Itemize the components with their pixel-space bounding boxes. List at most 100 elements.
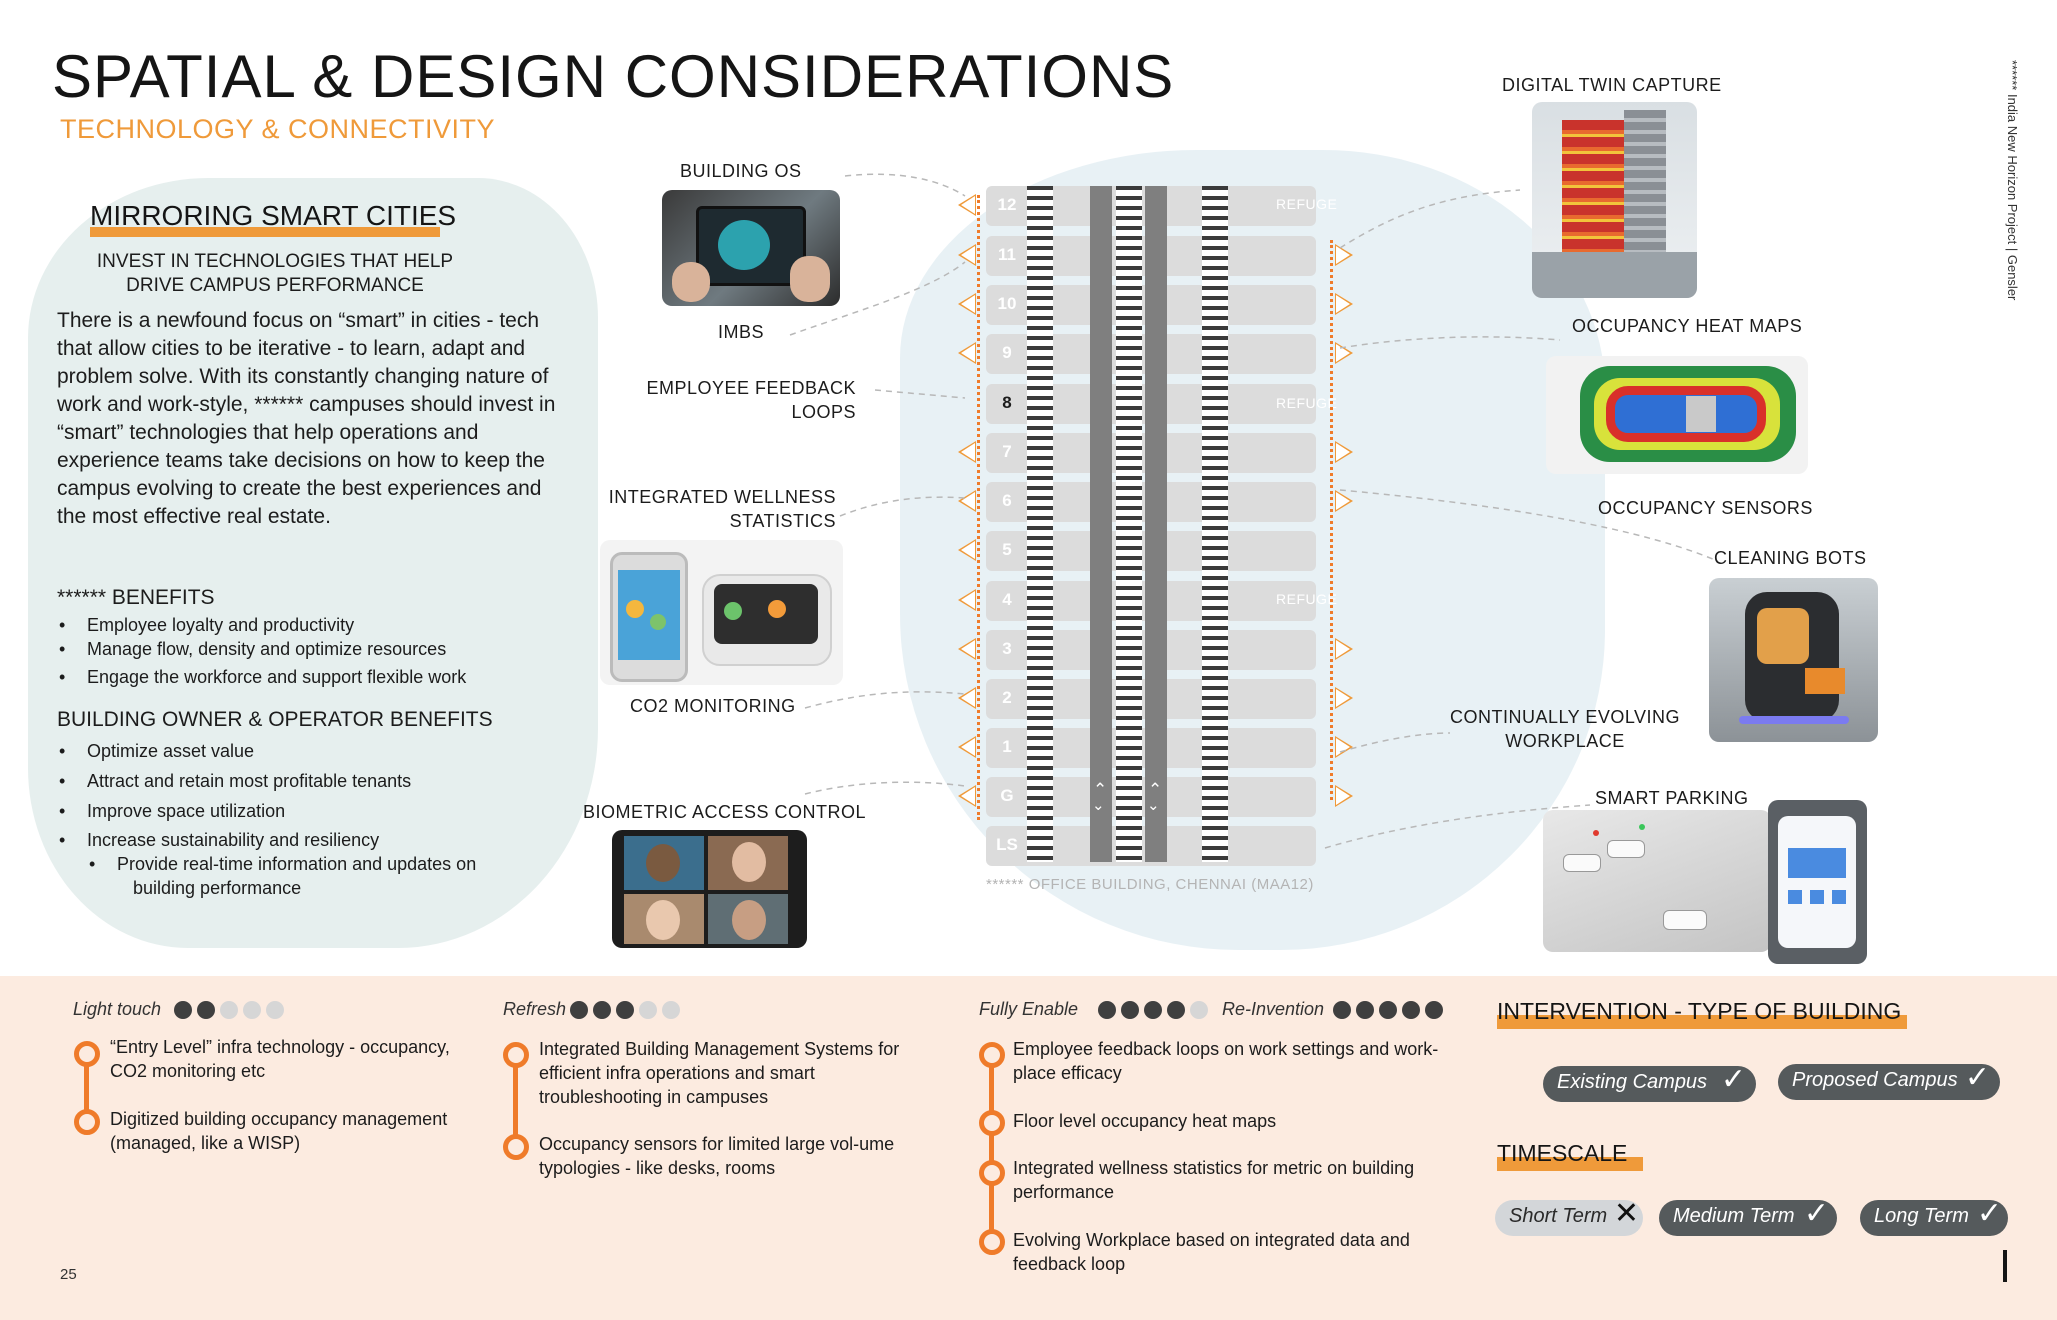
level-dot xyxy=(616,1001,634,1019)
building-os-photo xyxy=(662,190,840,306)
cross-icon: ✕ xyxy=(1613,1197,1639,1230)
page-number: 25 xyxy=(60,1266,77,1283)
level-dot xyxy=(1190,1001,1208,1019)
panel-tagline-2: DRIVE CAMPUS PERFORMANCE xyxy=(126,275,424,296)
checkmark-icon: ✓ xyxy=(1803,1197,1829,1230)
sensor-arrow-icon xyxy=(958,293,976,315)
digital-twin-photo xyxy=(1532,102,1697,298)
level-dot xyxy=(593,1001,611,1019)
level-dot xyxy=(1402,1001,1420,1019)
benefit-item: Manage flow, density and optimize resour… xyxy=(59,637,446,661)
sensor-arrow-icon xyxy=(958,736,976,758)
sensor-arrow-icon xyxy=(958,244,976,266)
sensor-arrow-icon xyxy=(1335,441,1353,463)
sensor-arrow-icon xyxy=(958,490,976,512)
level-label-light-touch: Light touch xyxy=(73,999,162,1019)
level-dot xyxy=(220,1001,238,1019)
owner-benefit-item: Increase sustainability and resiliency xyxy=(59,828,379,852)
level-label-re-invention: Re-Invention xyxy=(1222,999,1325,1019)
sensor-arrow-icon xyxy=(1335,638,1353,660)
chevron-up-icon: ⌃ xyxy=(1148,780,1163,799)
level-dot xyxy=(174,1001,192,1019)
timeline-node xyxy=(503,1042,529,1068)
sensor-dotted-line xyxy=(977,195,980,820)
timeline-item: “Entry Level” infra technology - occupan… xyxy=(110,1037,450,1081)
floor-label: 12 xyxy=(997,195,1017,214)
timeline-node xyxy=(503,1134,529,1160)
smart-parking-photo xyxy=(1543,810,1771,952)
level-dots-fully-enable xyxy=(1098,1001,1208,1019)
page-subtitle: TECHNOLOGY & CONNECTIVITY xyxy=(60,114,496,144)
timeline-item: Occupancy sensors for limited large vol-… xyxy=(539,1134,895,1178)
benefit-item: Engage the workforce and support flexibl… xyxy=(59,665,466,689)
owner-benefit-item: Provide real-time information and update… xyxy=(89,852,476,876)
owner-benefits-heading: BUILDING OWNER & OPERATOR BENEFITS xyxy=(57,708,493,731)
sensor-arrow-icon xyxy=(1335,244,1353,266)
label-occupancy-sensors: OCCUPANCY SENSORS xyxy=(1598,498,1813,518)
parking-app-photo xyxy=(1768,800,1867,964)
sensor-arrow-icon xyxy=(958,342,976,364)
floor-label: 5 xyxy=(1002,540,1012,559)
owner-benefit-item: Attract and retain most profitable tenan… xyxy=(59,769,411,793)
sensor-arrow-icon xyxy=(958,687,976,709)
sensor-arrow-icon xyxy=(1335,342,1353,364)
interventions-band xyxy=(0,976,2057,1320)
panel-heading: MIRRORING SMART CITIES xyxy=(90,200,457,231)
elevator-core xyxy=(1090,186,1112,862)
benefits-heading: ****** BENEFITS xyxy=(57,586,215,609)
stair-shaft xyxy=(1027,186,1053,862)
sensor-arrow-icon xyxy=(958,194,976,216)
panel-body-text: There is a newfound focus on “smart” in … xyxy=(57,309,556,528)
timeline-node xyxy=(979,1042,1005,1068)
refuge-label: REFUGE xyxy=(1276,196,1338,212)
timescale-title: TIMESCALE xyxy=(1497,1140,1628,1166)
checkmark-icon: ✓ xyxy=(1720,1063,1746,1096)
timeline-line xyxy=(84,1060,89,1120)
sensor-arrow-icon xyxy=(958,785,976,807)
timeline-item: Integrated Building Management Systems f… xyxy=(539,1039,900,1107)
biometric-access-photo xyxy=(612,830,807,948)
floor-label: G xyxy=(1000,786,1014,805)
floor-label: LS xyxy=(996,835,1018,854)
level-dot xyxy=(1098,1001,1116,1019)
medium-term-label: Medium Term xyxy=(1673,1205,1795,1227)
label-evolving-2: WORKPLACE xyxy=(1505,731,1625,751)
timeline-node xyxy=(979,1160,1005,1186)
floor-label: 1 xyxy=(1002,737,1012,756)
level-dot xyxy=(570,1001,588,1019)
timeline-node xyxy=(74,1109,100,1135)
sensor-arrow-icon xyxy=(1335,785,1353,807)
level-dot xyxy=(1144,1001,1162,1019)
wellness-stats-photo xyxy=(600,540,843,685)
proposed-campus-pill: Proposed Campus ✓ xyxy=(1778,1061,2000,1100)
stair-shaft xyxy=(1202,186,1228,862)
label-evolving-1: CONTINUALLY EVOLVING xyxy=(1449,707,1681,727)
proposed-campus-label: Proposed Campus xyxy=(1792,1069,1958,1091)
side-credit: ****** India New Horizon Project | Gensl… xyxy=(2005,60,2020,301)
level-dot xyxy=(243,1001,261,1019)
timeline-item: Integrated wellness statistics for metri… xyxy=(1013,1158,1415,1202)
floor-label: 10 xyxy=(997,294,1017,313)
level-dots-light-touch xyxy=(174,1001,284,1019)
timeline-node xyxy=(979,1110,1005,1136)
chevron-up-icon: ⌃ xyxy=(1093,780,1108,799)
label-building-os: BUILDING OS xyxy=(680,161,802,181)
elevator-core xyxy=(1145,186,1167,862)
page-title: SPATIAL & DESIGN CONSIDERATIONS xyxy=(52,43,1175,110)
timeline-node xyxy=(74,1041,100,1067)
label-employee-feedback-1: EMPLOYEE FEEDBACK xyxy=(646,378,856,398)
heat-map-photo xyxy=(1546,356,1808,474)
heading-underline xyxy=(90,227,440,237)
label-imbs: IMBS xyxy=(718,322,765,342)
sensor-dotted-line xyxy=(1330,240,1333,800)
cleaning-bot-photo xyxy=(1709,578,1878,742)
floor-label: 4 xyxy=(1002,590,1012,609)
level-dot xyxy=(1167,1001,1185,1019)
long-term-pill: Long Term ✓ xyxy=(1860,1197,2008,1236)
level-dot xyxy=(662,1001,680,1019)
stair-shaft xyxy=(1116,186,1142,862)
floor-label: 7 xyxy=(1002,442,1012,461)
label-wellness-2: STATISTICS xyxy=(729,511,836,531)
level-dot xyxy=(1379,1001,1397,1019)
owner-benefit-item: Improve space utilization xyxy=(59,799,285,823)
